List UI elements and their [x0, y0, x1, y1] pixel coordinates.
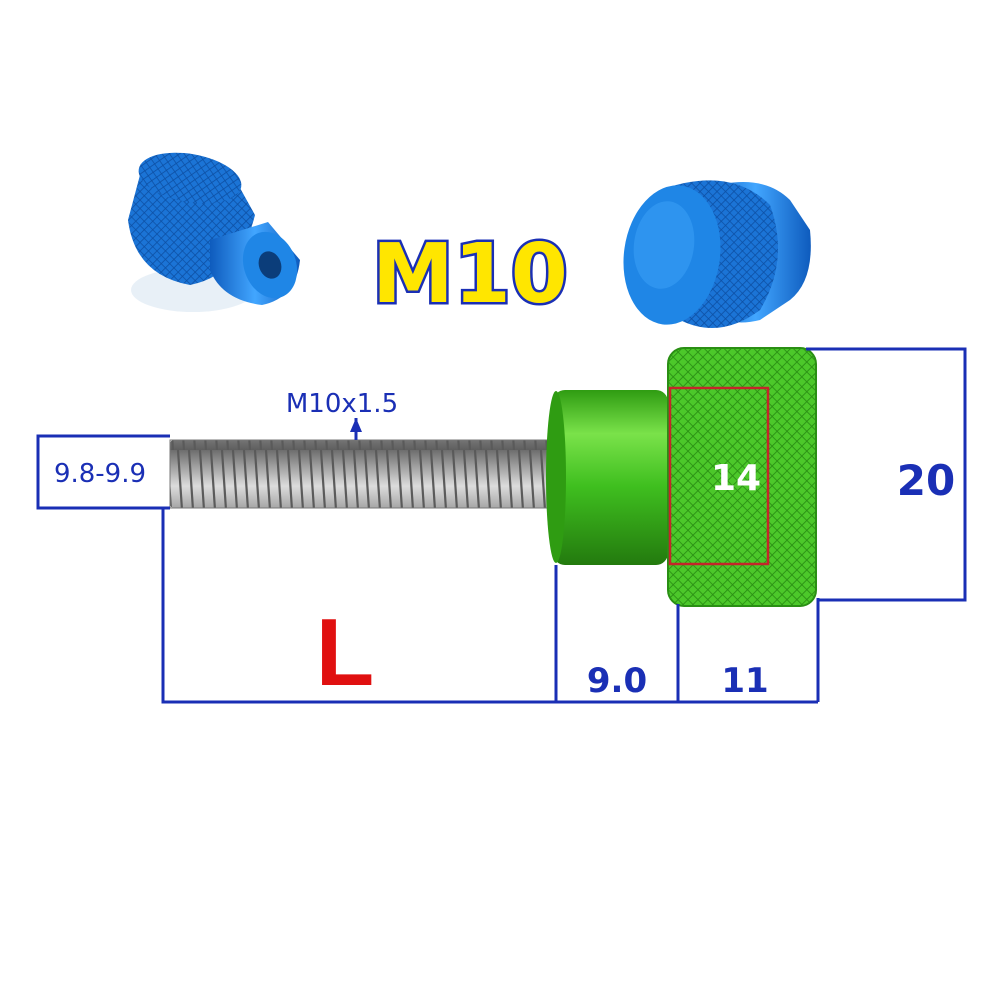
- knob-height-label: 20: [897, 456, 955, 505]
- knurled-knob: [668, 348, 816, 606]
- inner-height-box: [668, 386, 770, 566]
- screw-collar: [553, 390, 668, 565]
- screw-thread: [170, 440, 555, 508]
- green-thumb-screw-image: [169, 347, 817, 607]
- title: M10: [372, 227, 568, 322]
- blue-knob-thread-side-image: [128, 152, 300, 312]
- thread-diameter-label: 9.8-9.9: [54, 459, 146, 489]
- knob-length-label: 11: [721, 661, 768, 701]
- blue-knob-flat-top-image: [623, 180, 811, 328]
- collar-length-label: 9.0: [587, 661, 647, 701]
- thread-spec-label: M10x1.5: [286, 389, 398, 419]
- inner-height-label: 14: [711, 458, 761, 499]
- length-label: L: [316, 599, 375, 706]
- dimension-lines: [36, 347, 967, 704]
